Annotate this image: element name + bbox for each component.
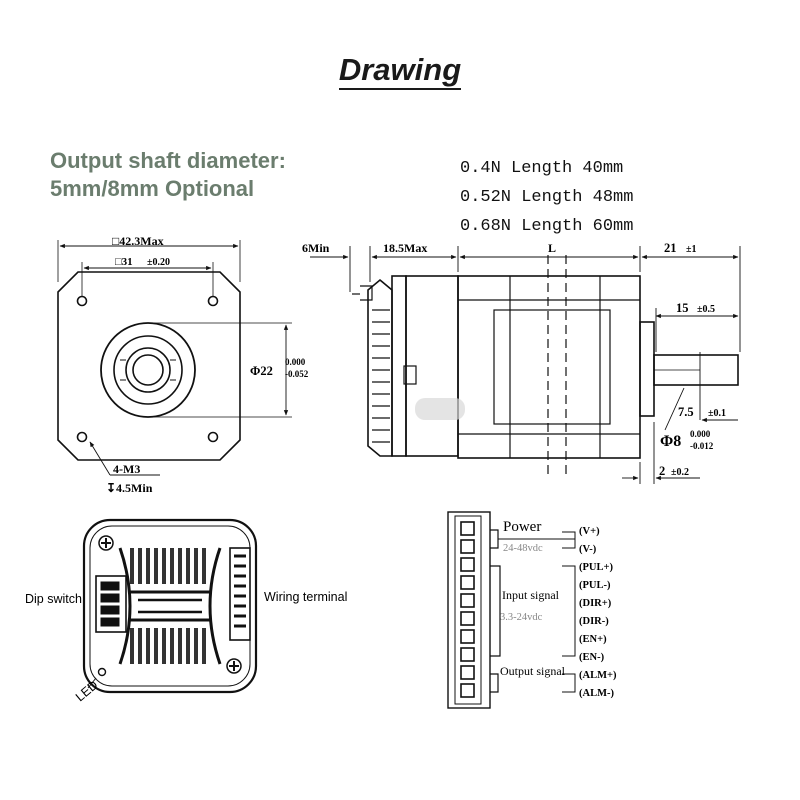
length-list: 0.4N Length 40mm 0.52N Length 48mm 0.68N… (460, 154, 633, 241)
led-indicator (97, 667, 107, 677)
shaft-note-line2: 5mm/8mm Optional (50, 176, 255, 201)
output-signal-label: Output signal (500, 664, 566, 678)
side-view (352, 255, 739, 478)
pin-label: (EN-) (579, 652, 605, 663)
pin-label: (V+) (579, 526, 600, 537)
input-signal-label: Input signal (502, 588, 560, 602)
dim-holes: □31 (115, 256, 133, 268)
mounting-hole (207, 295, 219, 307)
dim-shaft-tol-lower: -0.012 (690, 441, 714, 451)
dim-7-5: 7.5 (678, 405, 694, 419)
front-view (57, 240, 292, 476)
pin-label: (ALM+) (579, 670, 617, 681)
dip-switch (95, 575, 127, 633)
dim-2: 2 (659, 464, 665, 478)
input-voltage: 3.3-24vdc (500, 612, 543, 623)
pin-label: (DIR+) (579, 598, 612, 609)
hole-depth: ↧4.5Min (106, 481, 153, 495)
dim-boss-tol-upper: 0.000 (285, 357, 306, 367)
shaft-ring (125, 347, 171, 393)
dim-L: L (548, 241, 556, 255)
pin-label: (DIR-) (579, 616, 609, 627)
screw-icon (226, 658, 242, 674)
wiring-terminal-label: Wiring terminal (264, 590, 347, 604)
terminal-block (447, 511, 576, 709)
mounting-hole (207, 431, 219, 443)
terminal-housing (447, 511, 491, 709)
dim-boss: Φ22 (250, 364, 273, 378)
boss-circle (100, 322, 196, 418)
mounting-hole (76, 295, 88, 307)
length-item: 0.52N Length 48mm (460, 188, 634, 207)
screw-icon (98, 535, 114, 551)
shaft-diameter-note: Output shaft diameter: 5mm/8mm Optional (50, 147, 286, 203)
dim-21: 21 (664, 241, 677, 255)
dim-15-tol: ±0.5 (697, 304, 715, 315)
dim-7-5-tol: ±0.1 (708, 408, 726, 419)
pin-labels: (V+) (V-) (PUL+) (PUL-) (DIR+) (DIR-) (E… (579, 526, 617, 699)
pin-label: (ALM-) (579, 688, 614, 699)
flange-outline (57, 271, 241, 461)
dim-shaft-tol-upper: 0.000 (690, 429, 711, 439)
pin-label: (PUL-) (579, 580, 611, 591)
pin-label: (PUL+) (579, 562, 613, 573)
pin-label: (EN+) (579, 634, 607, 645)
driver-outline (82, 518, 258, 694)
dim-15: 15 (676, 301, 689, 315)
length-item: 0.68N Length 60mm (460, 217, 634, 236)
mounting-hole (76, 431, 88, 443)
dim-18-5max: 18.5Max (383, 241, 427, 255)
boss-inner (113, 335, 183, 405)
dim-6min: 6Min (302, 241, 330, 255)
dim-outer: □42.3Max (112, 234, 164, 248)
pin-label: (V-) (579, 544, 597, 555)
dip-switch-label: Dip switch (25, 592, 82, 606)
power-voltage: 24-48vdc (503, 543, 543, 554)
shaft-note-line1: Output shaft diameter: (50, 148, 286, 173)
shaft-end (132, 354, 164, 386)
power-label: Power (503, 519, 541, 535)
led-label: LED (73, 678, 101, 704)
wiring-terminal (229, 547, 251, 641)
dim-holes-tol: ±0.20 (147, 257, 170, 268)
dim-21-tol: ±1 (686, 244, 697, 255)
page-title: Drawing (0, 52, 800, 90)
length-item: 0.4N Length 40mm (460, 159, 624, 178)
dim-boss-tol-lower: -0.052 (285, 369, 309, 379)
dim-shaft: Φ8 (660, 433, 681, 450)
label-blur (415, 398, 465, 420)
driver-view (82, 518, 258, 694)
hole-spec: 4-M3 (113, 462, 140, 476)
dim-2-tol: ±0.2 (671, 467, 689, 478)
